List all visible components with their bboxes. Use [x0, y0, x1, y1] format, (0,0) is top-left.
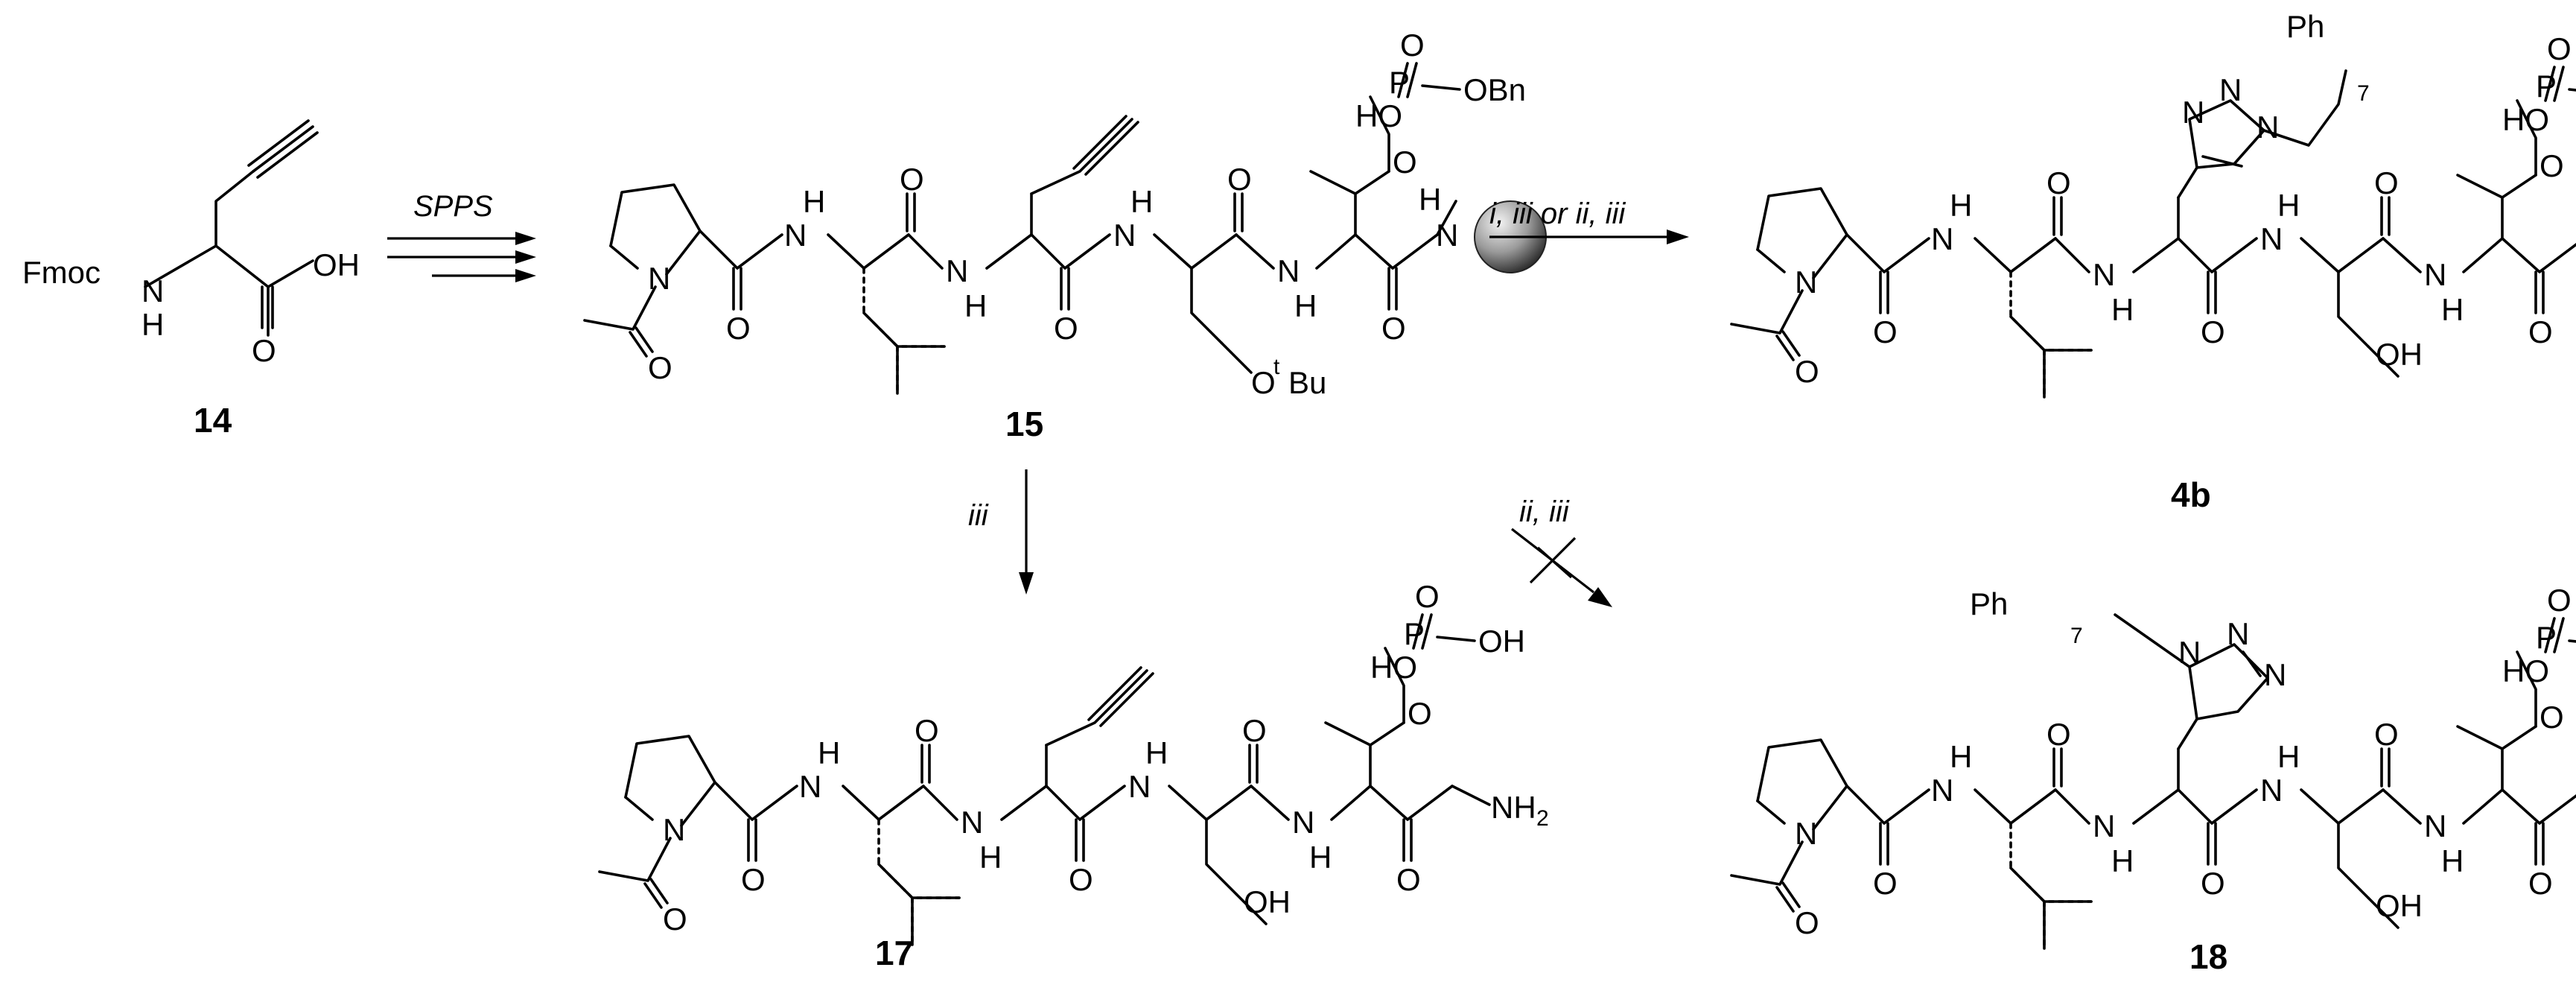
ho-label: HO [2502, 653, 2549, 688]
compound-label-14: 14 [194, 401, 232, 440]
nh-label: N [1436, 218, 1458, 253]
chain-length-label: 7 [2357, 81, 2370, 106]
triazole-n-label: N [2257, 110, 2279, 145]
phosphorus-label: P [1404, 616, 1425, 651]
tert-superscript: t [1273, 355, 1280, 379]
phosphorus-label: P [2536, 620, 2557, 655]
triazole-n-label: N [2219, 72, 2242, 107]
nh2-subscript: 2 [1536, 806, 1549, 831]
crossed-arrow-to-18: ii, iii [1511, 495, 1612, 607]
chain-length-label: 7 [2070, 624, 2083, 648]
oh-label: OH [1478, 624, 1525, 659]
triazole-n-label: N [2182, 95, 2204, 130]
condition-route-top: i, iii or ii, iii [1489, 197, 1626, 230]
fmoc-label: Fmoc [22, 255, 101, 290]
ot-label: O [1251, 365, 1276, 400]
bu-label: Bu [1288, 365, 1326, 400]
phosphoryl-o-label: O [1400, 28, 1425, 63]
oh-label: OH [1244, 884, 1291, 919]
arrow-to-4b: i, iii or ii, iii [1489, 197, 1689, 244]
spps-arrow: SPPS [387, 190, 536, 282]
condition-spps: SPPS [413, 190, 493, 223]
compound-15: N H HO P O OBn O t Bu 15 [583, 28, 1547, 443]
phosphorus-label: P [2536, 69, 2557, 104]
compound-4b: N N N Ph 7 HO P O OH OH NH 2 4b [1730, 9, 2576, 514]
triazole-n-label: N [2264, 657, 2286, 692]
phosphoryl-o-label: O [1415, 579, 1440, 614]
compound-17: HO P O OH OH NH 2 17 [598, 579, 1549, 972]
phosphoryl-o-label: O [2547, 31, 2572, 66]
triazole-n-label: N [2178, 635, 2201, 670]
condition-route-down: iii [968, 499, 989, 532]
oh-label: OH [2376, 888, 2423, 923]
compound-label-15: 15 [1005, 405, 1043, 443]
arrow-to-17: iii [968, 469, 1034, 595]
oh-label: OH [2376, 337, 2423, 372]
oh-label: OH [313, 247, 360, 282]
compound-label-4b: 4b [2171, 475, 2211, 514]
compound-label-18: 18 [2189, 937, 2227, 976]
nh-h-label: H [1419, 182, 1441, 217]
condition-route-diag: ii, iii [1519, 495, 1570, 528]
ho-label: HO [2502, 102, 2549, 137]
nh-h-label: H [141, 307, 164, 342]
triazole-n-label: N [2227, 616, 2249, 651]
ho-label: HO [1370, 650, 1417, 685]
phosphoryl-o-label: O [2547, 583, 2572, 618]
phenyl-label: Ph [2286, 9, 2324, 44]
phenyl-label: Ph [1970, 586, 2008, 621]
compound-14: Fmoc N H OH O 14 [22, 119, 360, 440]
ho-label: HO [1355, 98, 1402, 133]
nh2-label: NH [1491, 790, 1536, 825]
carbonyl-o-label: O [252, 333, 276, 368]
nh-label: N [141, 273, 164, 308]
phosphorus-label: P [1389, 65, 1410, 100]
compound-18: N N N Ph 7 HO P O OH OH NH 2 18 [1730, 583, 2576, 976]
obn-label: OBn [1463, 72, 1526, 107]
compound-label-17: 17 [875, 934, 913, 972]
